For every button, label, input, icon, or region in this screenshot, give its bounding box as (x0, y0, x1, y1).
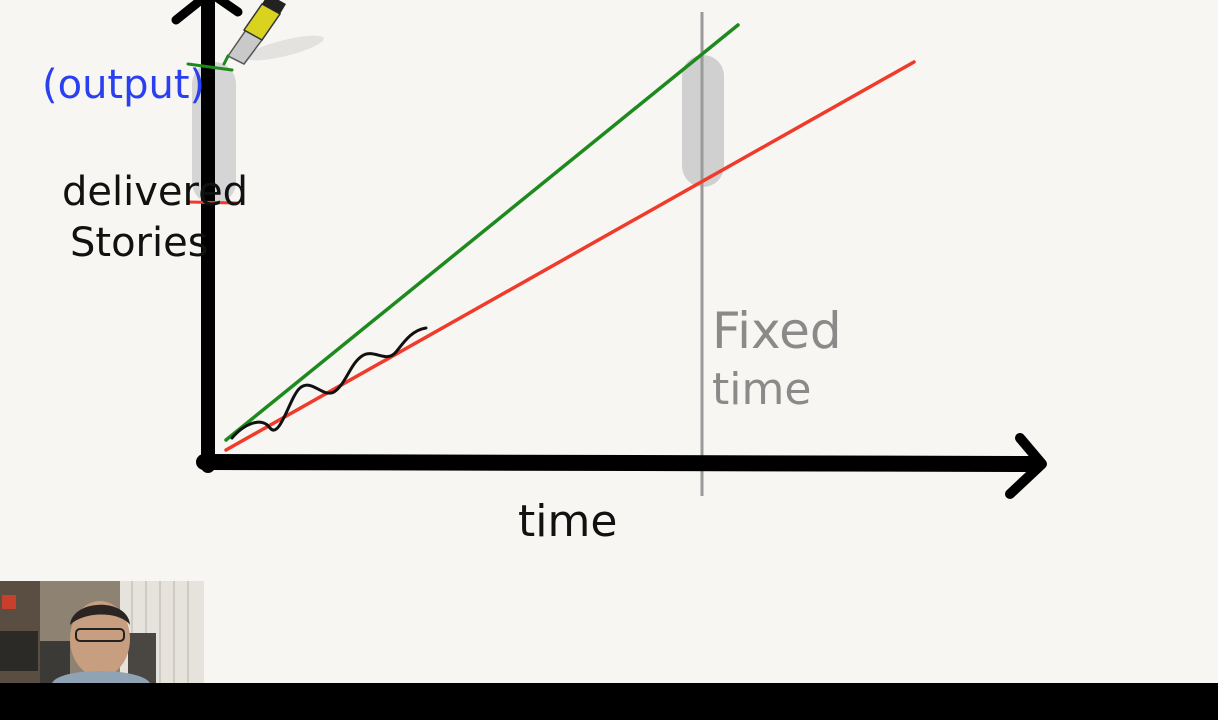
diagram-svg: (output) delivered Stories time Fixed ti… (42, 0, 1047, 547)
green-trend-line (224, 23, 740, 442)
x-axis (196, 454, 1044, 472)
red-level-tick (186, 200, 240, 205)
fixed-time-label-line1: Fixed (712, 302, 842, 360)
y-axis-arrowhead (171, 0, 243, 25)
x-axis-arrowhead (1005, 433, 1047, 499)
y-axis-label-line1: delivered (62, 169, 248, 215)
presenter-webcam (0, 581, 204, 683)
green-level-tick (186, 62, 234, 72)
video-letterbox-bar (0, 683, 1218, 720)
actual-output-wavy-line (230, 326, 428, 440)
presenter-avatar (0, 581, 204, 683)
y-axis-label-line2: Stories (70, 220, 209, 266)
fixed-time-label-line2: time (712, 364, 811, 415)
x-axis-label: time (518, 496, 617, 547)
highlighter-pen-icon (222, 0, 324, 66)
y-axis-label-output: (output) (42, 62, 205, 108)
